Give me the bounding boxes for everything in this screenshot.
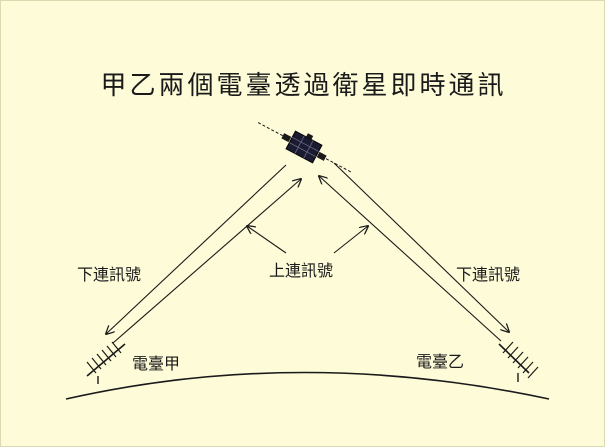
antenna-b-icon (498, 341, 539, 382)
uplink-path-right (319, 176, 502, 342)
satellite-icon (257, 122, 352, 173)
uplink-pointer-left (247, 226, 287, 254)
uplink-label: 上連訊號 (269, 261, 334, 280)
station-a-label: 電臺甲 (132, 354, 181, 373)
uplink-pointer-right (333, 226, 368, 254)
antenna-a-icon (86, 341, 126, 384)
downlink-left-label: 下連訊號 (77, 265, 142, 284)
downlink-path-left (106, 164, 287, 334)
station-b-label: 電臺乙 (416, 352, 465, 371)
downlink-right-label: 下連訊號 (456, 265, 521, 284)
earth-surface (65, 371, 550, 400)
downlink-path-right (333, 162, 509, 332)
diagram-title: 甲乙兩個電臺透過衛星即時通訊 (100, 71, 507, 101)
uplink-path-left (112, 179, 301, 344)
